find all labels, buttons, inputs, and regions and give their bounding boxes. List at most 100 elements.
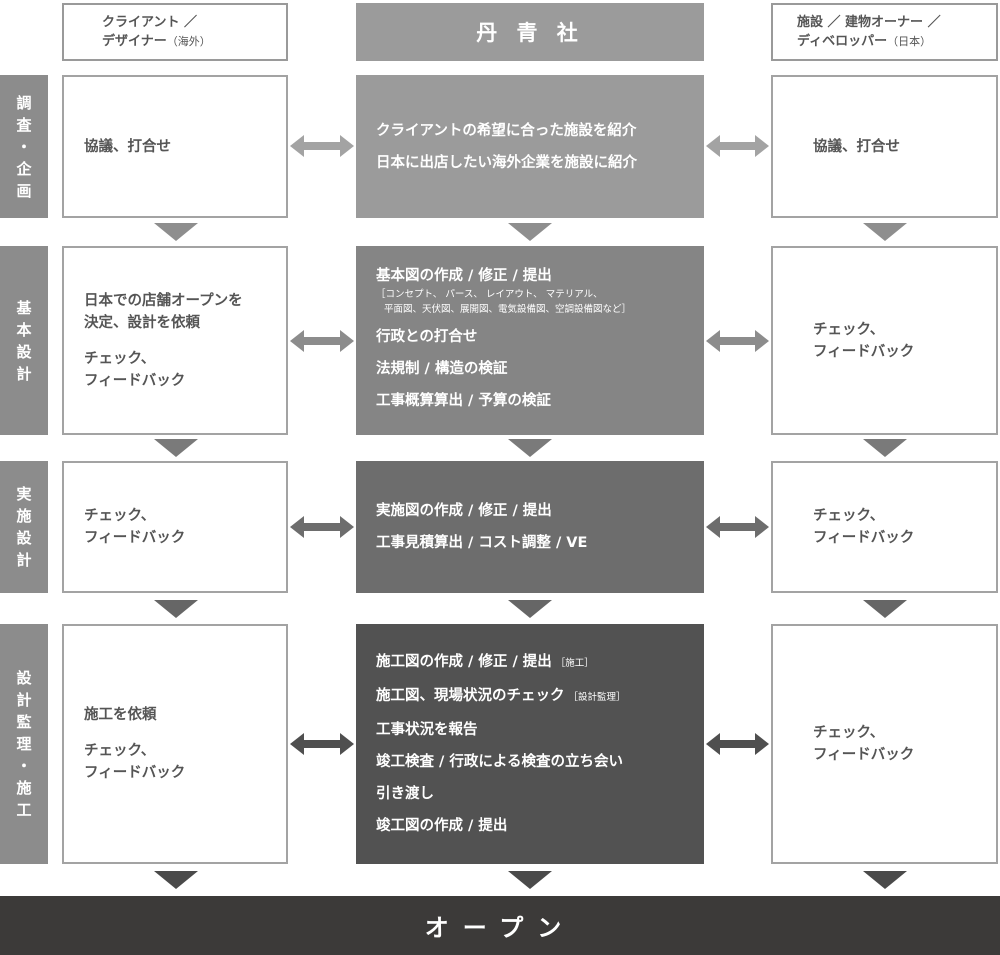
- header-owner-line2: ディベロッパー: [797, 34, 888, 49]
- item-text: 引き渡し: [376, 786, 434, 802]
- box-text: クライアントの希望に合った施設を紹介: [376, 122, 637, 139]
- box-text: フィードバック: [84, 530, 186, 546]
- box-text: 決定、設計を依頼: [84, 314, 200, 331]
- box-text: 施工図の作成 / 修正 / 提出［施工］: [376, 646, 704, 680]
- phase-char: 実: [16, 485, 32, 503]
- box-text: 工事見積算出 / コスト調整 / VE: [376, 535, 588, 551]
- box-text: フィードバック: [813, 530, 915, 546]
- box-text: 施工図、現場状況のチェック［設計監理］: [376, 680, 704, 714]
- box-text: 施工を依頼: [84, 707, 157, 723]
- item-note: ［設計監理］: [568, 692, 626, 703]
- box-text: 日本に出店したい海外企業を施設に紹介: [376, 154, 637, 171]
- item-text: 施工図の作成 / 修正 / 提出: [376, 654, 552, 670]
- down-arrow-icon: [154, 223, 198, 241]
- header-client-line2-wrap: デザイナー（海外）: [102, 32, 286, 51]
- down-arrow-icon: [863, 439, 907, 457]
- phase-char: 画: [16, 181, 32, 200]
- phase-label-basic-design: 基 本 設 計: [0, 246, 48, 435]
- double-arrow-icon: [290, 733, 354, 755]
- down-arrow-icon: [508, 600, 552, 618]
- header-owner-line1: 施設 ／ 建物オーナー ／: [797, 15, 941, 30]
- box-text: 日本での店舗オープンを: [84, 292, 243, 309]
- box-text: チェック、: [813, 508, 885, 524]
- header-tanseisha: 丹 青 社: [356, 3, 704, 61]
- box-text: チェック、: [813, 725, 885, 741]
- item-text: 工事状況を報告: [376, 722, 478, 738]
- down-arrow-icon: [863, 871, 907, 889]
- basic-owner-box: チェック、 フィードバック: [771, 246, 998, 435]
- down-arrow-icon: [508, 439, 552, 457]
- detail-client-box: チェック、 フィードバック: [62, 461, 288, 593]
- box-text: 行政との打合せ: [376, 328, 478, 345]
- box-text: 引き渡し: [376, 778, 704, 810]
- phase-char: 調: [16, 93, 32, 112]
- phase-char: 設: [16, 342, 32, 361]
- double-arrow-icon: [290, 135, 354, 157]
- phase-char: ・: [16, 757, 32, 775]
- double-arrow-icon: [706, 330, 769, 352]
- down-arrow-icon: [154, 871, 198, 889]
- supervision-tanseisha-box: 施工図の作成 / 修正 / 提出［施工］ 施工図、現場状況のチェック［設計監理］…: [356, 624, 704, 864]
- box-text: フィードバック: [813, 747, 915, 763]
- box-subtext: 平面図、天伏図、展開図、電気設備図、空調設備図など］: [384, 303, 632, 315]
- box-text: フィードバック: [813, 343, 915, 360]
- box-text: 法規制 / 構造の検証: [376, 360, 508, 377]
- phase-char: 監: [16, 713, 32, 731]
- item-text: 施工図、現場状況のチェック: [376, 688, 565, 704]
- box-text: 竣工検査 / 行政による検査の立ち会い: [376, 746, 704, 778]
- spacer: [84, 726, 286, 740]
- phase-char: 設: [16, 669, 32, 687]
- phase-label-research: 調 査 ・ 企 画: [0, 75, 48, 218]
- phase-char: 施: [16, 779, 32, 797]
- research-tanseisha-box: クライアントの希望に合った施設を紹介 日本に出店したい海外企業を施設に紹介: [356, 75, 704, 218]
- phase-label-detail-design: 実 施 設 計: [0, 461, 48, 593]
- box-text: 工事概算算出 / 予算の検証: [376, 392, 551, 409]
- detail-tanseisha-box: 実施図の作成 / 修正 / 提出 工事見積算出 / コスト調整 / VE: [356, 461, 704, 593]
- double-arrow-icon: [706, 135, 769, 157]
- down-arrow-icon: [863, 600, 907, 618]
- phase-char: 計: [16, 551, 32, 569]
- research-client-box: 協議、打合せ: [62, 75, 288, 218]
- phase-char: 理: [16, 735, 32, 753]
- header-owner-note: （日本）: [887, 35, 932, 48]
- header-tanseisha-title: 丹 青 社: [476, 21, 584, 45]
- box-text: 工事状況を報告: [376, 714, 704, 746]
- box-subtext: ［コンセプト、 パース、 レイアウト、 マテリアル、: [376, 288, 603, 300]
- down-arrow-icon: [154, 439, 198, 457]
- basic-client-box: 日本での店舗オープンを 決定、設計を依頼 チェック、 フィードバック: [62, 246, 288, 435]
- box-text: チェック、: [84, 350, 156, 367]
- phase-char: 工: [16, 801, 32, 819]
- phase-char: 計: [16, 691, 32, 709]
- header-client-note: （海外）: [166, 35, 211, 48]
- item-text: 竣工検査 / 行政による検査の立ち会い: [376, 754, 623, 770]
- down-arrow-icon: [508, 871, 552, 889]
- open-bar: オープン: [0, 896, 1000, 955]
- double-arrow-icon: [706, 733, 769, 755]
- detail-owner-box: チェック、 フィードバック: [771, 461, 998, 593]
- box-text: チェック、: [84, 508, 156, 524]
- double-arrow-icon: [290, 330, 354, 352]
- phase-char: 施: [16, 507, 32, 525]
- down-arrow-icon: [863, 223, 907, 241]
- box-text: 協議、打合せ: [813, 138, 900, 155]
- header-owner-developer: 施設 ／ 建物オーナー ／ ディベロッパー（日本）: [771, 3, 998, 61]
- box-text: 基本図の作成 / 修正 / 提出: [376, 267, 552, 284]
- phase-label-supervision: 設 計 監 理 ・ 施 工: [0, 624, 48, 864]
- down-arrow-icon: [154, 600, 198, 618]
- item-note: ［施工］: [555, 658, 594, 669]
- box-text: 協議、打合せ: [84, 138, 171, 155]
- item-text: 竣工図の作成 / 提出: [376, 818, 508, 834]
- double-arrow-icon: [290, 516, 354, 538]
- header-client-designer: クライアント ／ デザイナー（海外）: [62, 3, 288, 61]
- supervision-client-box: 施工を依頼 チェック、 フィードバック: [62, 624, 288, 864]
- box-text: フィードバック: [84, 372, 186, 389]
- box-text: 実施図の作成 / 修正 / 提出: [376, 503, 552, 519]
- open-label: オープン: [424, 914, 576, 942]
- spacer: [84, 334, 286, 348]
- phase-char: 設: [16, 529, 32, 547]
- box-text: フィードバック: [84, 765, 186, 781]
- phase-char: 計: [16, 364, 32, 383]
- box-text: チェック、: [813, 321, 885, 338]
- phase-char: 査: [16, 115, 32, 134]
- header-owner-line2-wrap: ディベロッパー（日本）: [797, 32, 996, 51]
